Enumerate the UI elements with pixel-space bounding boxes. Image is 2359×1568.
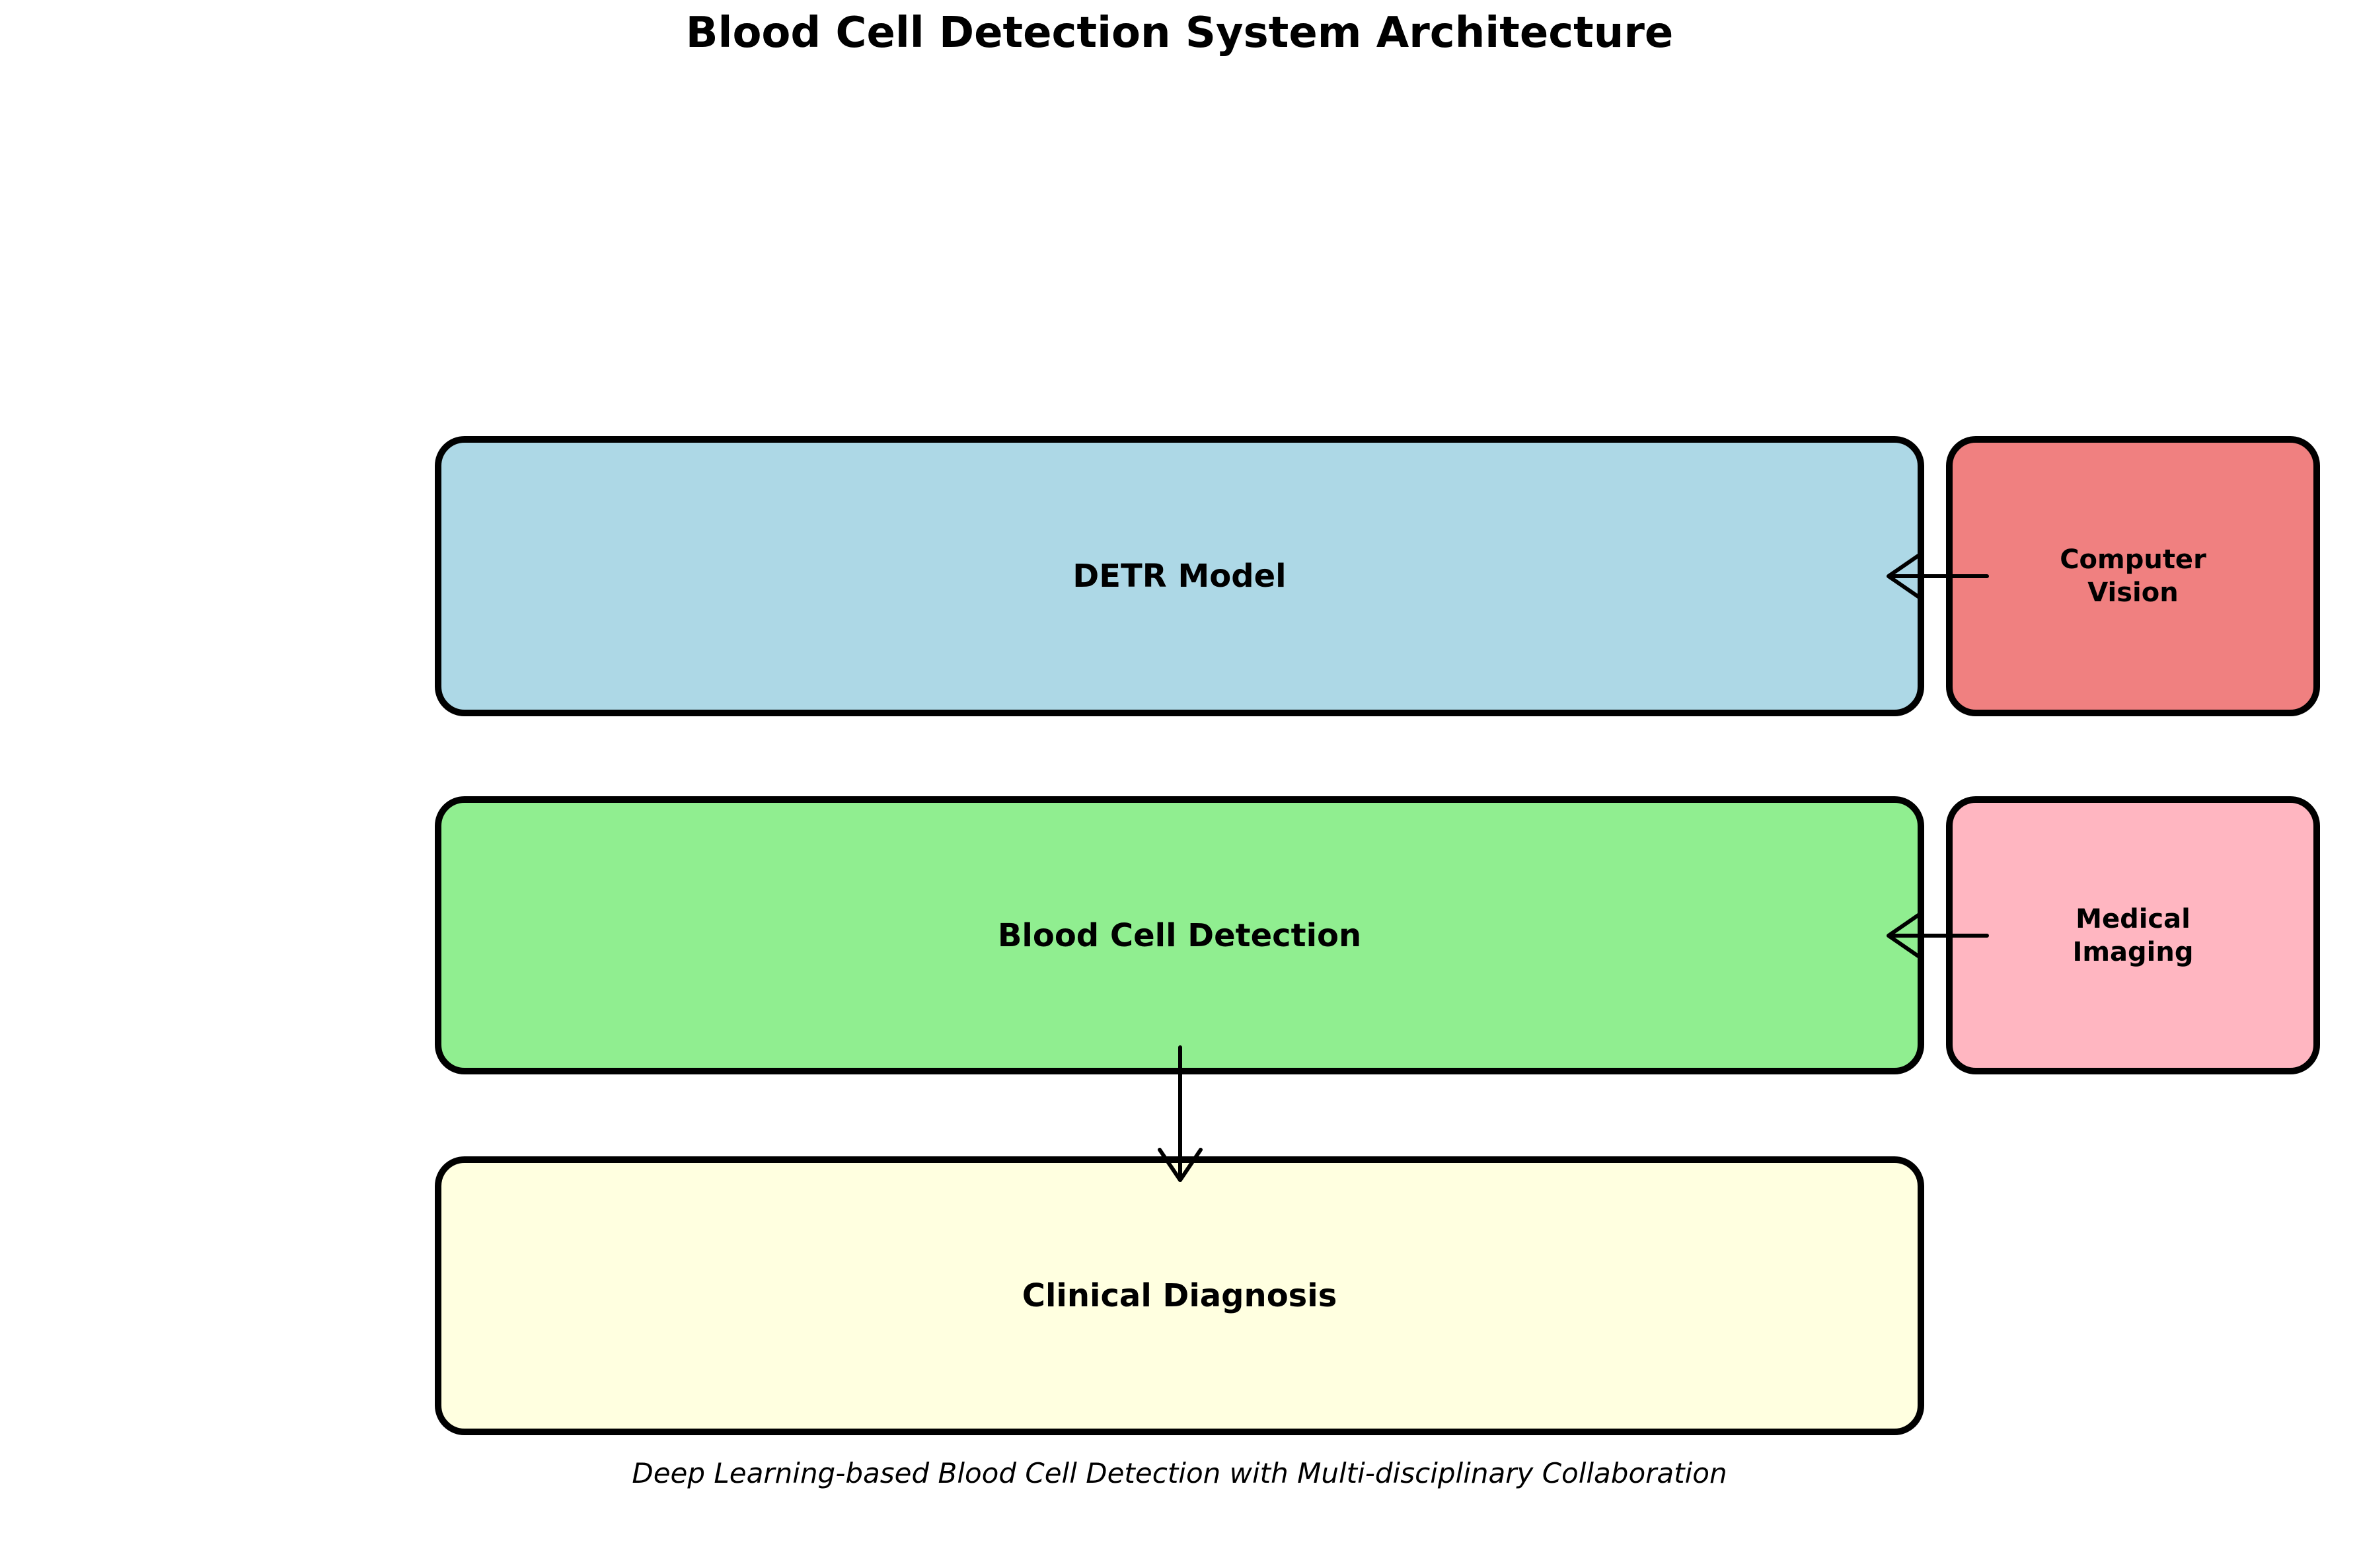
diagram-title: Blood Cell Detection System Architecture [685, 9, 1674, 57]
node-computer-vision-label: Computer Vision [2060, 544, 2206, 608]
node-detr-model: DETR Model [435, 436, 1924, 716]
diagram-caption: Deep Learning-based Blood Cell Detection… [632, 1457, 1727, 1489]
node-detr-model-label: DETR Model [1072, 558, 1287, 595]
node-medical-imaging: Medical Imaging [1946, 796, 2320, 1074]
node-clinical-diagnosis-label: Clinical Diagnosis [1022, 1277, 1337, 1314]
node-medical-imaging-label: Medical Imaging [2072, 903, 2194, 967]
node-blood-cell-detection-label: Blood Cell Detection [997, 916, 1362, 954]
node-blood-cell-detection: Blood Cell Detection [435, 796, 1924, 1074]
node-clinical-diagnosis: Clinical Diagnosis [435, 1156, 1924, 1435]
node-computer-vision: Computer Vision [1946, 436, 2320, 716]
